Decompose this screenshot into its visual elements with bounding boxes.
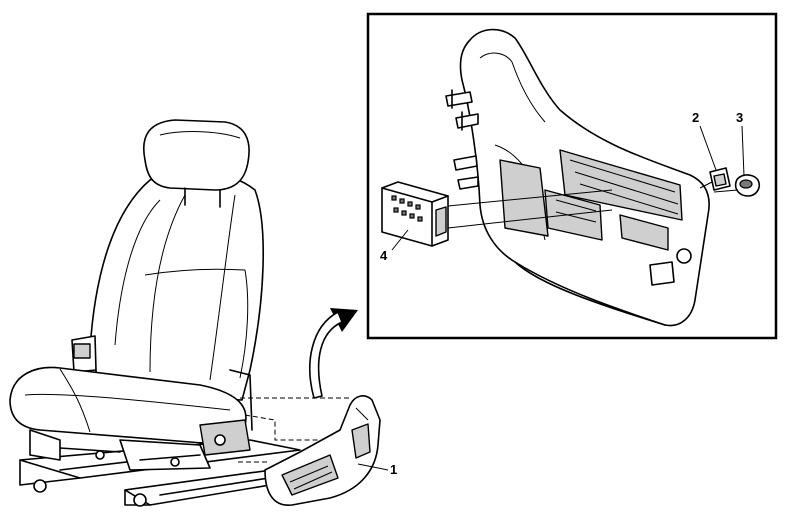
- seat-frame: [29, 369, 253, 471]
- switch-module: [381, 181, 449, 247]
- detail-arrow: [309, 308, 358, 399]
- switch-knob-2: [709, 167, 731, 191]
- removal-guide-lines: [238, 397, 350, 463]
- callout-1: 1: [390, 462, 397, 477]
- callout-3: 3: [736, 110, 743, 125]
- headrest: [143, 119, 250, 191]
- trim-panel-detail: [445, 28, 710, 327]
- callout-4: 4: [380, 248, 388, 263]
- seat-back: [89, 170, 265, 401]
- seat-side-panel: [264, 395, 381, 506]
- switch-knob-3: [734, 174, 761, 197]
- callout-2: 2: [692, 110, 699, 125]
- switch-module-contacts: [391, 195, 423, 222]
- seat-assembly: [9, 119, 361, 507]
